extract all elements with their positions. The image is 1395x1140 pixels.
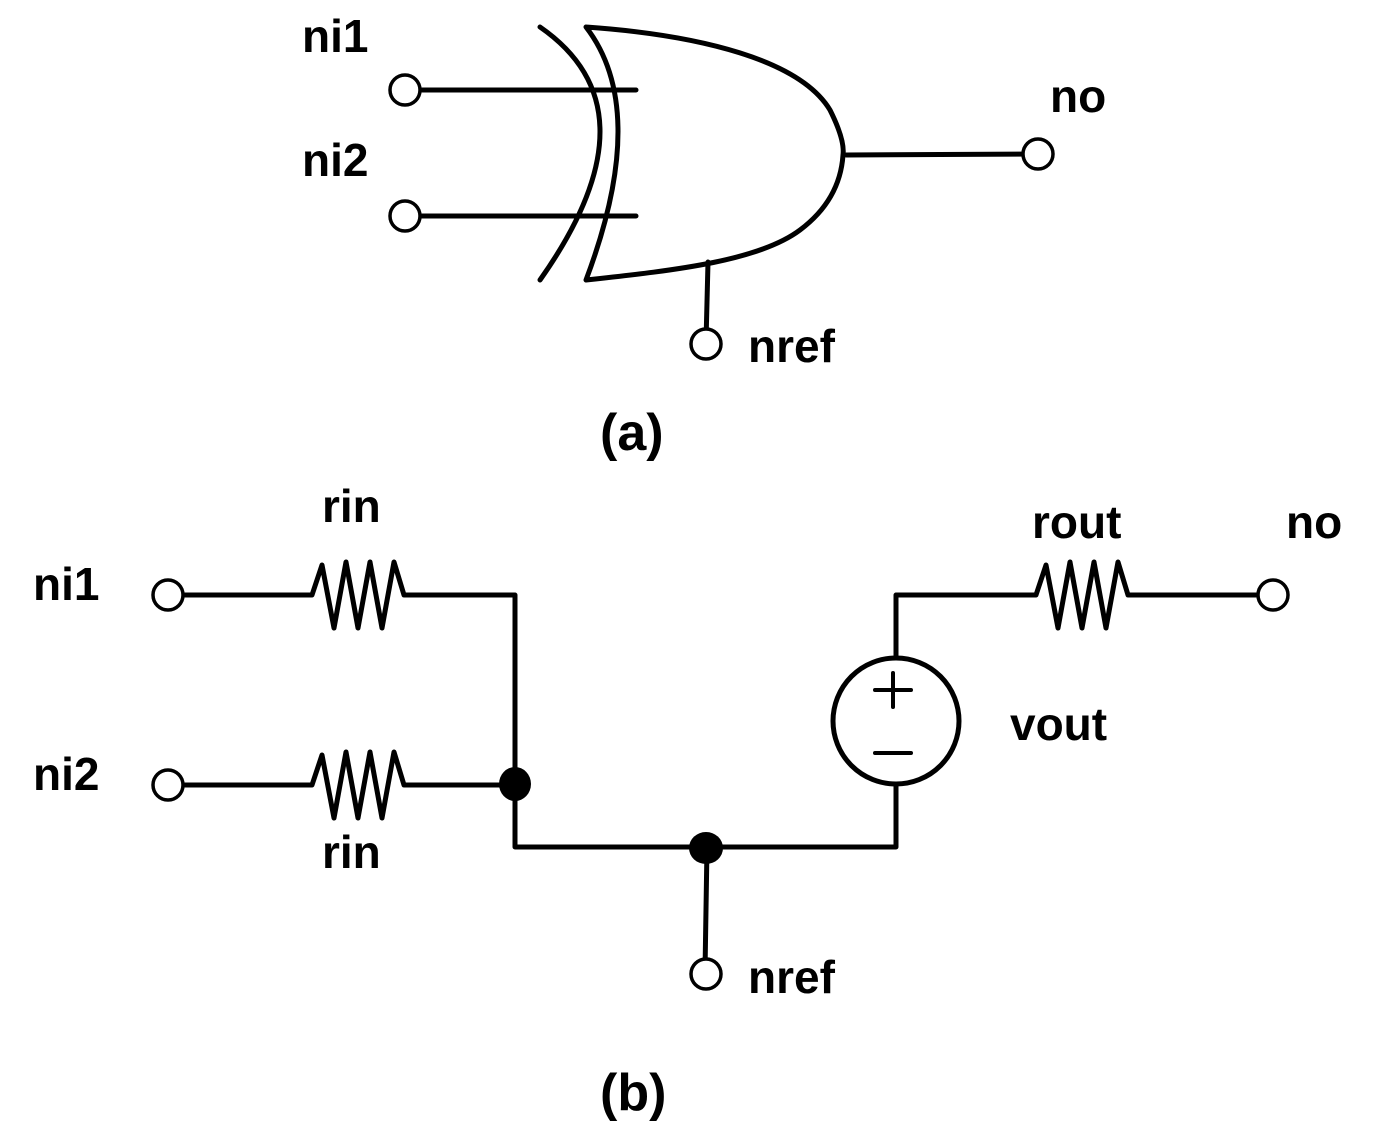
nref-wire-b [702,844,710,975]
terminal-no-a [1021,137,1055,171]
label-ni1-a: ni1 [302,10,368,62]
label-vout: vout [1010,698,1107,750]
terminal-ni2-b [151,768,185,802]
ni1-wire [165,559,518,788]
xor-gate-input-curve [537,24,603,283]
label-nref-b: nref [748,951,836,1003]
voltage-source-vout [830,655,962,787]
xor-gate-diagram: ni1 ni2 no nref (a) [302,10,1106,462]
label-ni2-b: ni2 [33,748,99,800]
label-nref-a: nref [748,320,836,372]
junction-dot-inputs [499,767,531,801]
terminal-ni1-b [151,578,185,612]
label-rin-top: rin [322,480,381,532]
caption-a: (a) [600,404,664,462]
label-no-a: no [1050,70,1106,122]
label-rin-bottom: rin [322,826,381,878]
terminal-no-b [1256,578,1290,612]
label-ni1-b: ni1 [33,558,99,610]
terminal-nref-a [689,327,723,361]
equivalent-circuit-diagram: rin rin ni1 ni2 rout no vout nref (b) [33,480,1342,1122]
xor-output-wire [843,151,1041,158]
caption-b: (b) [600,1064,666,1122]
output-wire [893,559,1275,661]
junction-dot-reference [689,832,723,864]
xor-gate-body [583,24,846,283]
ni2-wire [165,749,518,821]
label-no-b: no [1286,496,1342,548]
label-rout: rout [1032,496,1121,548]
label-ni2-a: ni2 [302,134,368,186]
terminal-nref-b [689,957,723,991]
terminal-ni1-a [388,73,422,107]
terminal-ni2-a [388,199,422,233]
